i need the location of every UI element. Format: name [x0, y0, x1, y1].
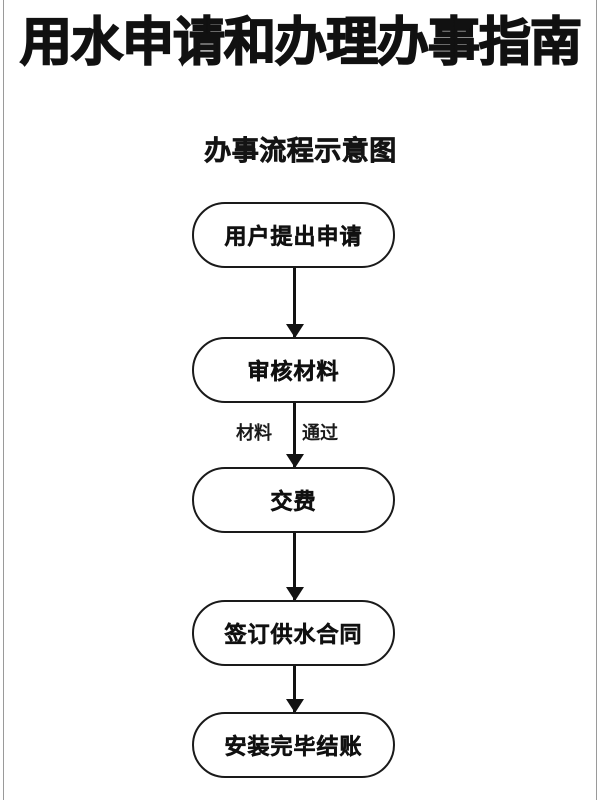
- flow-node-label: 交费: [270, 490, 317, 516]
- flow-node-settle: 安装完毕结账: [192, 712, 395, 778]
- arrow-down-icon: [285, 699, 304, 713]
- flow-node-pay: 交费: [192, 467, 395, 533]
- flow-connector-3: [285, 533, 304, 601]
- arrow-down-icon: [285, 454, 304, 468]
- flow-node-label: 安装完毕结账: [224, 735, 363, 761]
- flow-node-contract: 签订供水合同: [192, 600, 395, 666]
- flow-connector-1: [285, 268, 304, 338]
- page-title: 用水申请和办理办事指南: [19, 12, 583, 74]
- page-right-border: [596, 0, 597, 800]
- flow-connector-2: [285, 403, 304, 468]
- page-left-border: [3, 0, 4, 800]
- flow-node-apply: 用户提出申请: [192, 202, 395, 268]
- flow-node-label: 审核材料: [247, 360, 340, 386]
- flow-edge-label-approved: 通过: [302, 423, 338, 444]
- flow-edge-label-material: 材料: [236, 423, 272, 444]
- arrow-down-icon: [285, 324, 304, 338]
- flow-node-label: 签订供水合同: [224, 623, 363, 649]
- flow-node-label: 用户提出申请: [224, 225, 363, 251]
- diagram-title: 办事流程示意图: [204, 136, 397, 168]
- flow-connector-4: [285, 666, 304, 713]
- arrow-down-icon: [285, 587, 304, 601]
- flow-node-review: 审核材料: [192, 337, 395, 403]
